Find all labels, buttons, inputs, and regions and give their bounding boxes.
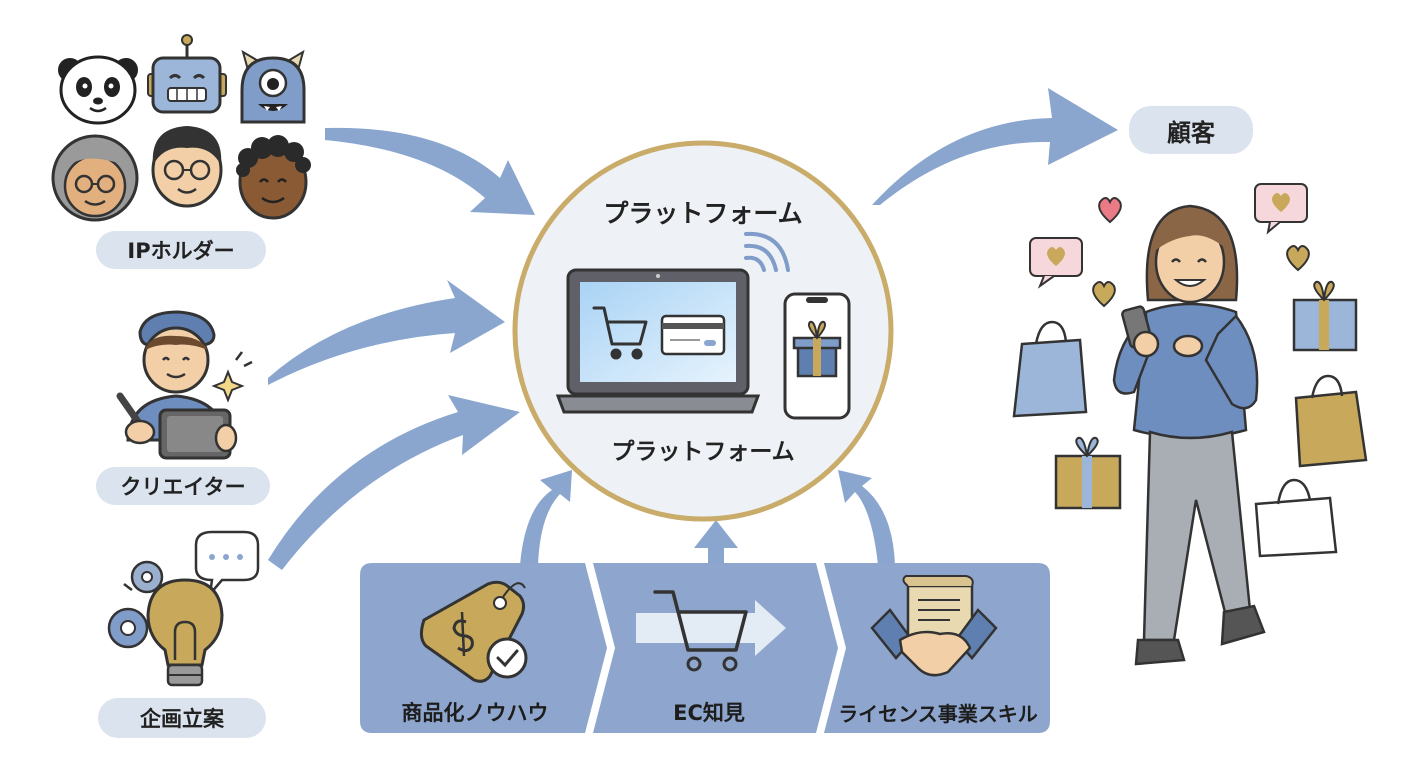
foundation-panels	[360, 563, 1050, 733]
arrow-ipholder-to-platform	[325, 127, 535, 215]
foundation-label-product-knowhow: 商品化ノウハウ	[401, 701, 549, 725]
gift-box-icon	[1054, 436, 1122, 510]
shopping-bag-icon	[1012, 320, 1088, 418]
monster-icon	[240, 49, 306, 124]
arrow-platform-to-customer	[872, 88, 1118, 205]
creator-illustration	[116, 310, 253, 460]
arrow-ec-knowledge-up	[694, 520, 738, 565]
wifi-icon	[744, 231, 790, 272]
speech-bubble-icon	[194, 530, 260, 599]
heart-icon	[1092, 245, 1310, 308]
arrow-license-skill-up	[838, 470, 895, 565]
arrow-product-knowhow-up	[520, 470, 572, 565]
foundation-label-ec-knowledge: EC知見	[673, 701, 745, 725]
arrow-creator-to-platform	[268, 280, 505, 385]
curly-hair-person-icon	[236, 135, 311, 220]
source-label-planning: 企画立案	[98, 698, 266, 738]
grandmother-icon	[51, 134, 139, 222]
platform-title-top: プラットフォーム	[603, 199, 803, 228]
lightbulb-icon	[123, 578, 224, 687]
heart-speech-bubble-icon	[1029, 237, 1083, 289]
glasses-boy-icon	[151, 126, 223, 208]
source-label-creator: クリエイター	[96, 467, 270, 505]
gear-icon	[107, 560, 164, 649]
credit-card-icon	[660, 314, 726, 356]
handshake-contract-icon	[870, 575, 998, 677]
shopping-bag-icon	[1294, 374, 1368, 468]
heart-speech-bubble-icon	[1254, 183, 1308, 235]
arrow-planning-to-platform	[268, 395, 520, 570]
woman-customer-icon	[1112, 204, 1266, 666]
ip-characters-group	[51, 34, 311, 222]
heart-icon	[1098, 197, 1122, 224]
gift-box-icon	[1292, 280, 1358, 352]
platform-circle	[512, 140, 894, 522]
gift-box-icon	[792, 320, 842, 378]
cart-arrow-icon	[636, 590, 786, 672]
customer-label: 顧客	[1129, 106, 1253, 154]
platform-title-bottom: プラットフォーム	[611, 439, 795, 465]
panel-ec-knowledge	[593, 563, 838, 733]
laptop-icon	[555, 268, 761, 414]
shopping-bag-icon	[1254, 478, 1338, 558]
panda-icon	[58, 55, 138, 125]
customer-illustration	[1012, 183, 1368, 666]
robot-icon	[147, 34, 227, 114]
foundation-label-license-skill: ライセンス事業スキル	[838, 701, 1038, 726]
source-label-ip-holder: IPホルダー	[96, 231, 266, 269]
planning-illustration	[107, 530, 260, 687]
cart-icon	[592, 306, 648, 360]
price-tag-icon	[419, 580, 528, 683]
